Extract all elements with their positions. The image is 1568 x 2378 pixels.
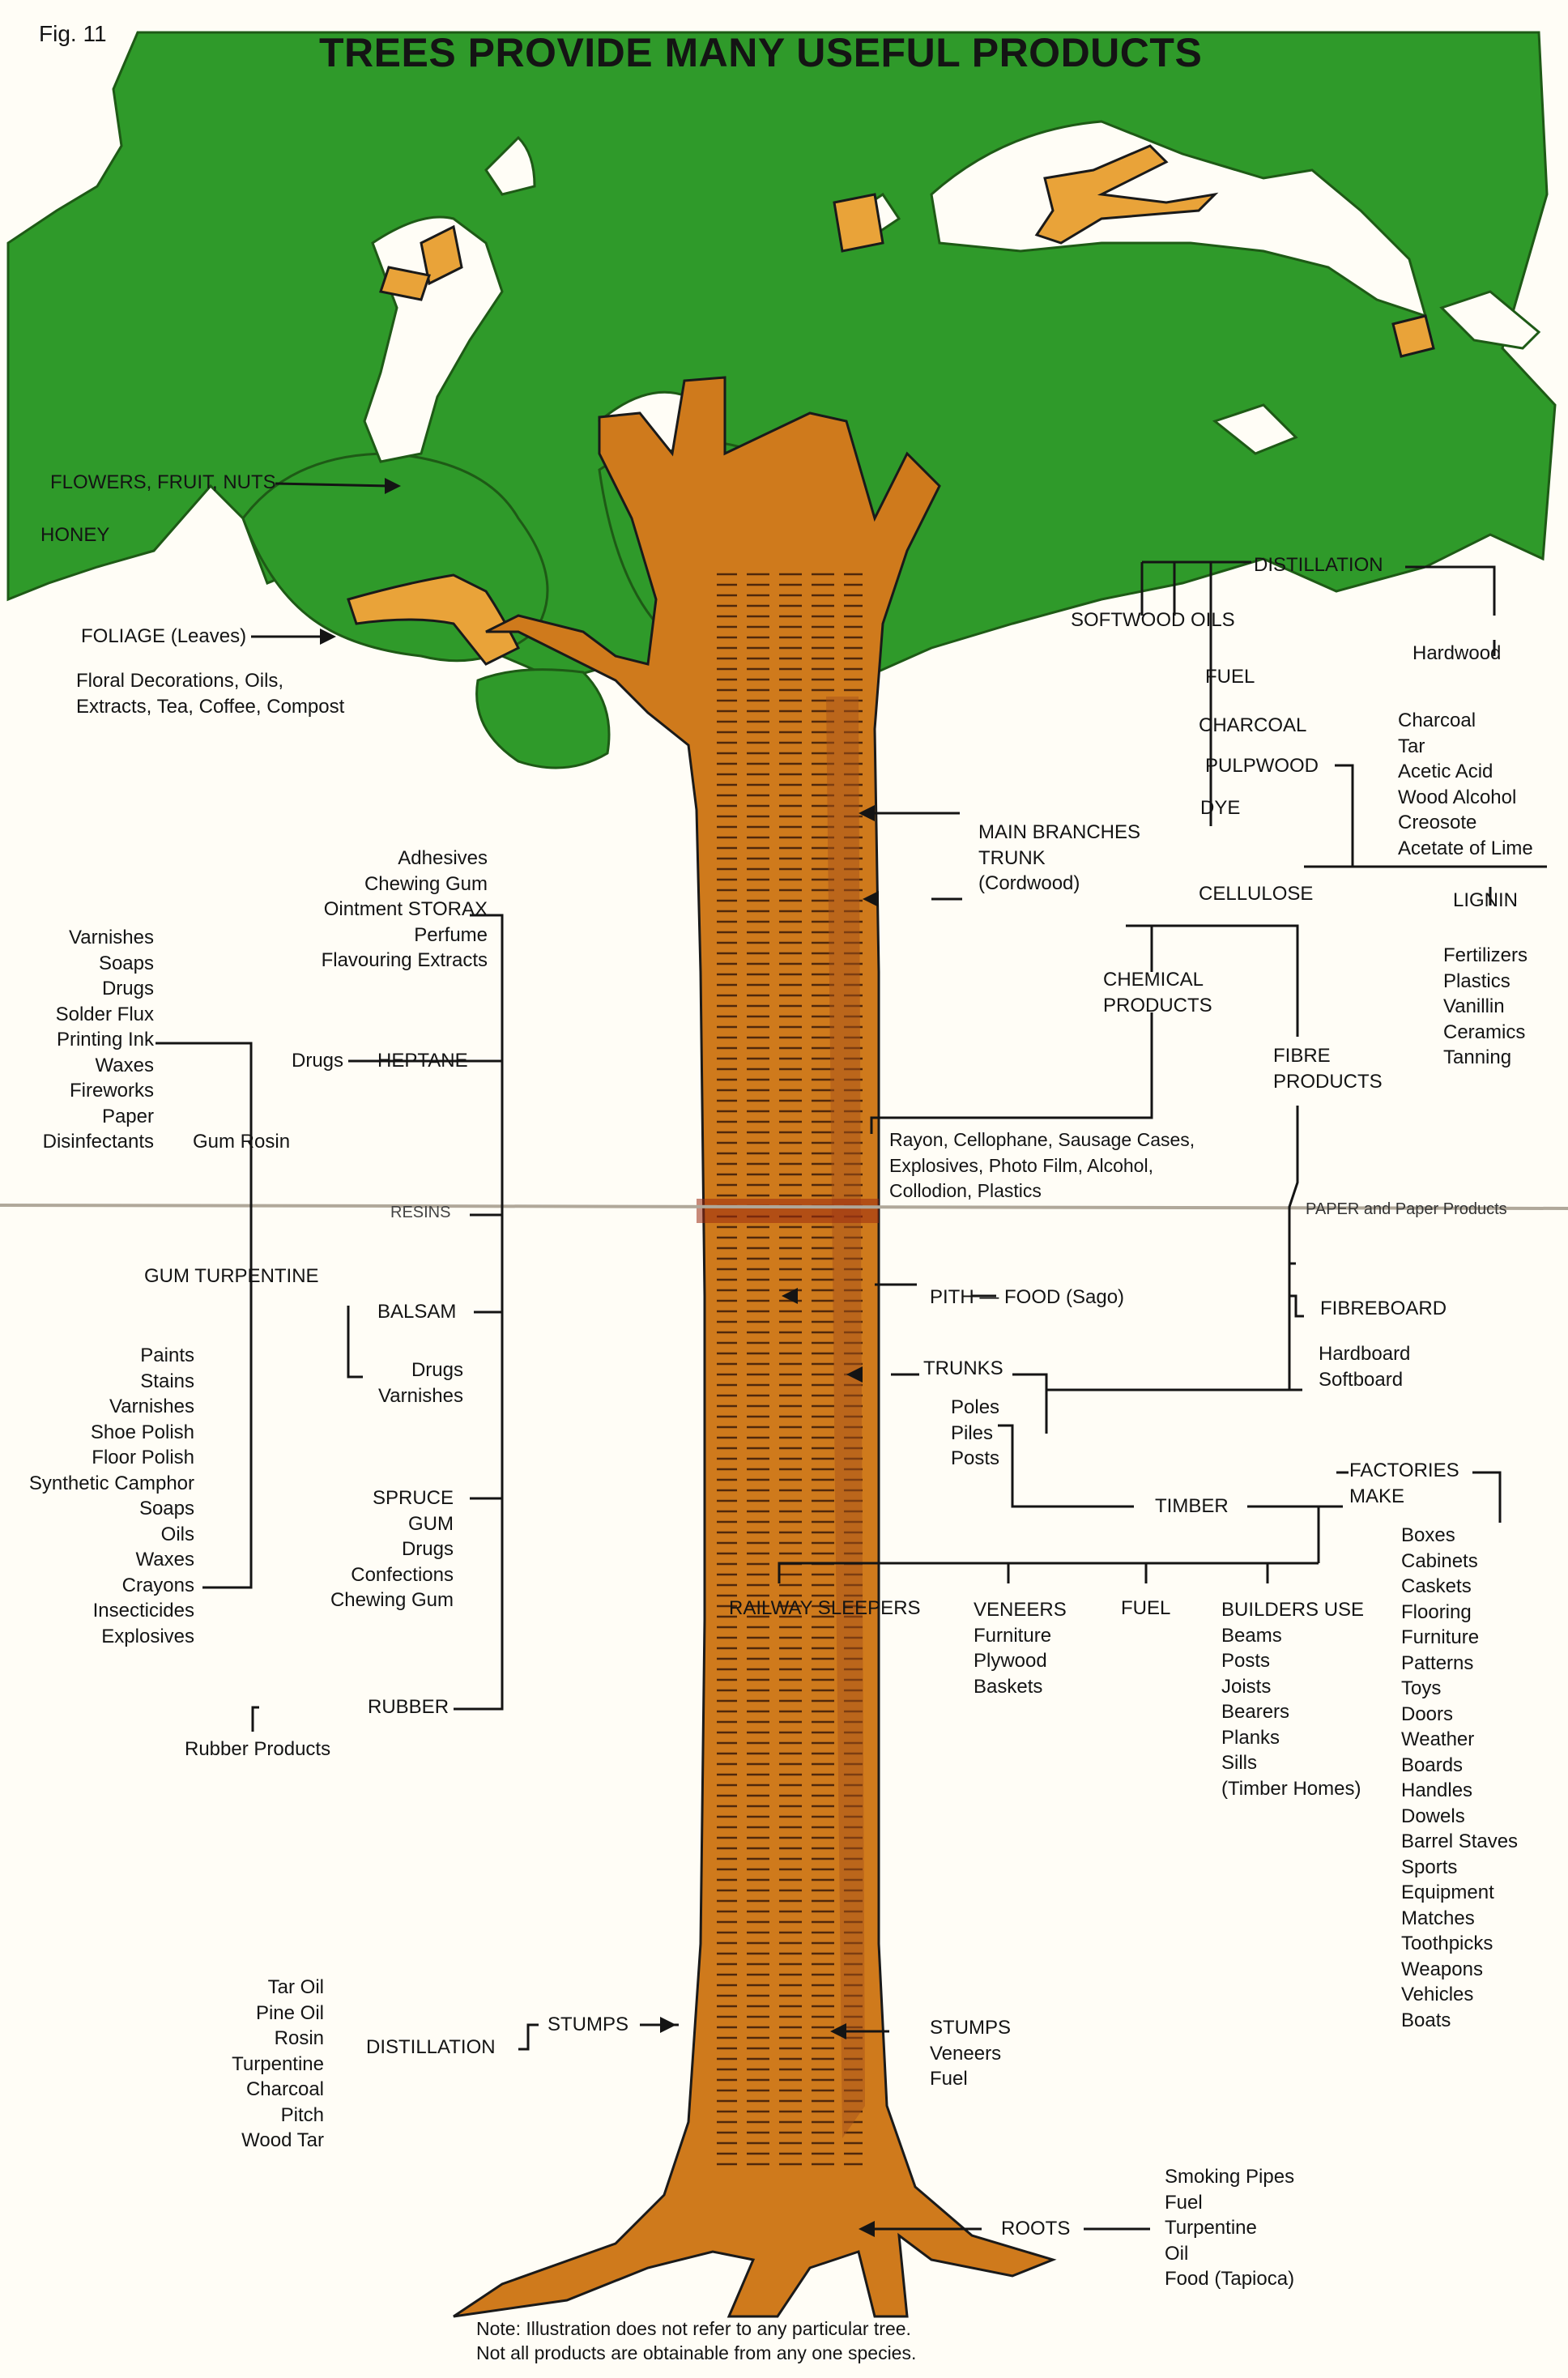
- flowers-label: FLOWERS, FRUIT, NUTS: [50, 470, 276, 496]
- railway-sleepers-label: RAILWAY SLEEPERS: [729, 1596, 921, 1622]
- pulpwood-label: PULPWOOD: [1205, 753, 1319, 779]
- foliage-label: FOLIAGE (Leaves): [81, 624, 246, 650]
- hardwood-label: Hardwood: [1412, 641, 1501, 667]
- lignin-label: LIGNIN: [1453, 888, 1518, 914]
- cellulose-label: CELLULOSE: [1199, 881, 1313, 907]
- footnote: Note: Illustration does not refer to any…: [476, 2316, 916, 2365]
- rubber-products-label: Rubber Products: [185, 1737, 330, 1762]
- resins-label: RESINS: [390, 1200, 450, 1226]
- pith-label: PITH — FOOD (Sago): [930, 1285, 1124, 1310]
- charcoal-label: CHARCOAL: [1199, 713, 1306, 739]
- gum-turpentine-label: GUM TURPENTINE: [144, 1264, 319, 1289]
- paper-label: PAPER and Paper Products: [1306, 1197, 1507, 1223]
- heptane-drugs-label: Drugs: [292, 1048, 343, 1074]
- chemical-products-list: Rayon, Cellophane, Sausage Cases,Explosi…: [889, 1127, 1195, 1204]
- distillation-label: DISTILLATION: [1254, 552, 1383, 578]
- fibreboard-label: FIBREBOARD: [1320, 1296, 1447, 1322]
- roots-label: ROOTS: [1001, 2216, 1070, 2242]
- figure-label: Fig. 11: [39, 21, 107, 47]
- page-title: TREES PROVIDE MANY USEFUL PRODUCTS: [319, 29, 1202, 76]
- trunks-label: TRUNKS: [923, 1356, 1003, 1382]
- timber-fuel-label: FUEL: [1121, 1596, 1170, 1622]
- stump-distillation-label: DISTILLATION: [366, 2035, 496, 2061]
- fuel-label: FUEL: [1205, 664, 1255, 690]
- softwood-oils-label: SOFTWOOD OILS: [1071, 607, 1235, 633]
- balsam-label: BALSAM: [377, 1299, 456, 1325]
- stumps-left-label: STUMPS: [548, 2012, 628, 2038]
- gum-rosin-label: Gum Rosin: [193, 1129, 290, 1155]
- rubber-label: RUBBER: [368, 1694, 449, 1720]
- timber-label: TIMBER: [1155, 1494, 1229, 1519]
- dye-label: DYE: [1200, 795, 1240, 821]
- honey-label: HONEY: [40, 522, 109, 548]
- foliage-products: Floral Decorations, Oils,Extracts, Tea, …: [76, 668, 344, 719]
- heptane-label: HEPTANE: [377, 1048, 468, 1074]
